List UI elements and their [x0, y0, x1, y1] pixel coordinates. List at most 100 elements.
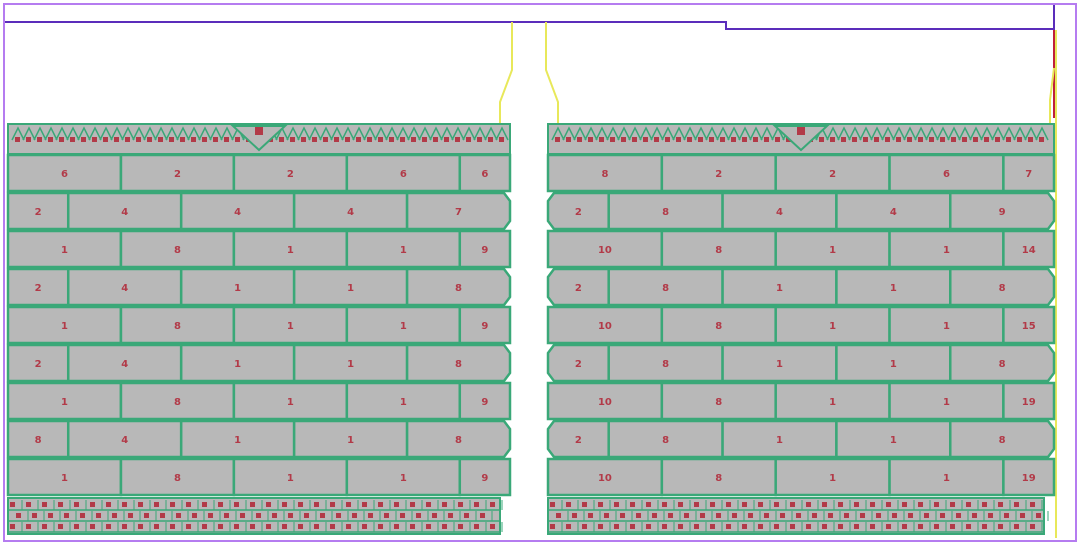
base-mark — [630, 524, 635, 529]
capping-chevron — [716, 126, 730, 141]
base-mark — [186, 524, 191, 529]
capping-mark — [92, 137, 97, 142]
brick-label: 2 — [35, 359, 42, 370]
capping-chevron — [617, 126, 631, 141]
capping-mark — [279, 137, 284, 142]
base-mark — [298, 524, 303, 529]
base-mark — [384, 513, 389, 518]
brick-label: 2 — [35, 283, 42, 294]
capping-chevron — [143, 126, 157, 141]
base-mark — [186, 502, 191, 507]
base-mark — [876, 513, 881, 518]
capping-mark — [764, 137, 769, 142]
capping-mark — [389, 137, 394, 142]
base-mark — [950, 502, 955, 507]
capping-mark — [213, 137, 218, 142]
capping-chevron — [495, 126, 509, 141]
capping-chevron — [44, 126, 58, 141]
base-mark — [330, 502, 335, 507]
brick-label: 8 — [999, 435, 1006, 446]
brick — [1002, 305, 1056, 345]
base-mark — [106, 502, 111, 507]
brick-label: 1 — [943, 397, 950, 408]
base-mark — [330, 524, 335, 529]
capping-chevron — [363, 126, 377, 141]
brick-label: 1 — [776, 359, 783, 370]
capping-chevron — [1035, 126, 1049, 141]
base-mark — [314, 502, 319, 507]
base-mark — [636, 513, 641, 518]
brick-label: 7 — [1025, 169, 1032, 180]
brick-label: 2 — [715, 169, 722, 180]
capping-mark — [621, 137, 626, 142]
base-mark — [918, 524, 923, 529]
capping-chevron — [870, 126, 884, 141]
capping-mark — [224, 137, 229, 142]
brick-label: 8 — [662, 435, 669, 446]
capping-mark — [202, 137, 207, 142]
brick-label: 1 — [347, 283, 354, 294]
capping-chevron — [639, 126, 653, 141]
capping-chevron — [881, 126, 895, 141]
capping-keystone — [230, 125, 288, 152]
base-mark — [416, 513, 421, 518]
capping-chevron — [154, 126, 168, 141]
capping-mark — [775, 137, 780, 142]
base-mark — [96, 513, 101, 518]
brick-label: 2 — [575, 435, 582, 446]
capping-chevron — [1013, 126, 1027, 141]
brick-label: 1 — [234, 435, 241, 446]
base-mark — [26, 502, 31, 507]
capping-mark — [444, 137, 449, 142]
capping-chevron — [903, 126, 917, 141]
base-mark — [320, 513, 325, 518]
brick-label: 2 — [829, 169, 836, 180]
capping-chevron — [826, 126, 840, 141]
base-mark — [838, 502, 843, 507]
capping-chevron — [429, 126, 443, 141]
capping-mark — [643, 137, 648, 142]
base-mark — [956, 513, 961, 518]
brick-label: 9 — [481, 321, 488, 332]
base-mark — [844, 513, 849, 518]
brick-label: 8 — [455, 359, 462, 370]
base-mark — [812, 513, 817, 518]
brick-label: 1 — [890, 283, 897, 294]
capping-chevron — [848, 126, 862, 141]
capping-chevron — [837, 126, 851, 141]
brick-label: 1 — [61, 473, 68, 484]
brick-label: 7 — [455, 207, 462, 218]
capping-mark — [830, 137, 835, 142]
brick-label: 2 — [575, 283, 582, 294]
brick-label: 8 — [174, 245, 181, 256]
base-mark — [442, 524, 447, 529]
base-mark — [940, 513, 945, 518]
capping-mark — [599, 137, 604, 142]
base-mark — [662, 524, 667, 529]
brick-label: 14 — [1022, 245, 1036, 256]
base-mark — [924, 513, 929, 518]
base-mark — [218, 502, 223, 507]
brick-label: 4 — [347, 207, 354, 218]
brick-label: 4 — [121, 359, 128, 370]
base-mark — [902, 524, 907, 529]
base-mark — [1014, 502, 1019, 507]
capping-mark — [610, 137, 615, 142]
brick-label: 8 — [174, 321, 181, 332]
brick-label: 8 — [662, 359, 669, 370]
base-mark — [902, 502, 907, 507]
brick — [1002, 381, 1056, 421]
capping-mark — [929, 137, 934, 142]
base-mark — [138, 524, 143, 529]
capping-mark — [940, 137, 945, 142]
base-mark — [822, 502, 827, 507]
brick-label: 1 — [776, 435, 783, 446]
brick-label: 6 — [943, 169, 950, 180]
brick-label: 8 — [662, 207, 669, 218]
brick-label: 10 — [598, 473, 612, 484]
